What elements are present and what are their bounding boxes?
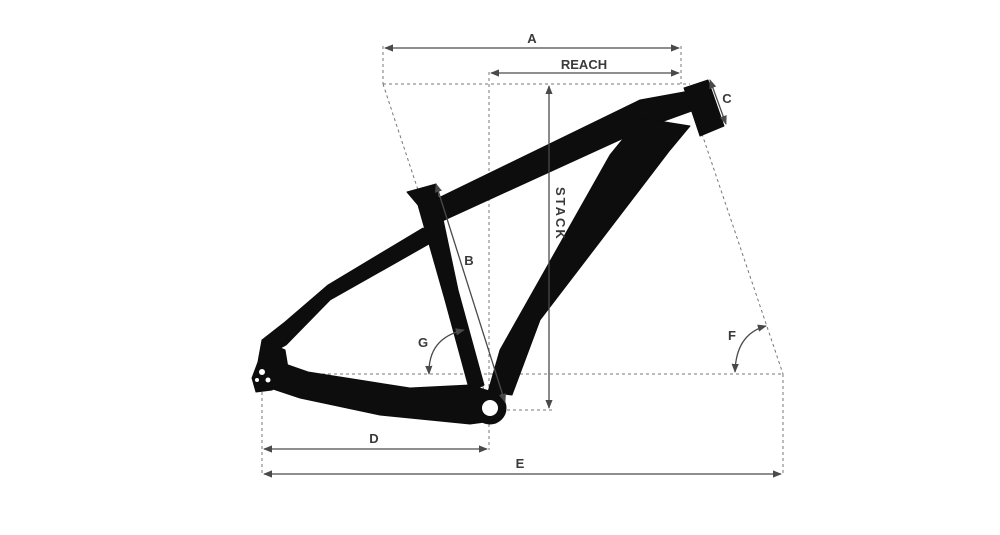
label-stack: STACK bbox=[553, 187, 568, 241]
down-tube bbox=[487, 117, 691, 396]
bike-frame bbox=[251, 79, 725, 425]
dimension-labels: A REACH C STACK B G F D E bbox=[369, 31, 736, 471]
label-g: G bbox=[418, 335, 428, 350]
angle-f-arc bbox=[731, 324, 767, 373]
dimension-lines bbox=[263, 44, 782, 478]
seat-stay bbox=[261, 227, 437, 356]
label-f: F bbox=[728, 328, 736, 343]
label-b: B bbox=[464, 253, 473, 268]
dimension-c bbox=[709, 79, 727, 125]
dimension-b bbox=[435, 183, 506, 403]
bottom-bracket-hole bbox=[482, 400, 498, 416]
rear-dropout bbox=[251, 339, 291, 393]
dropout-hole bbox=[259, 369, 265, 375]
label-e: E bbox=[516, 456, 525, 471]
label-c: C bbox=[722, 91, 732, 106]
dropout-hole bbox=[265, 377, 271, 383]
label-a: A bbox=[527, 31, 537, 46]
guide-head-angle-extension bbox=[699, 127, 784, 375]
label-reach: REACH bbox=[561, 57, 607, 72]
dropout-hole bbox=[255, 378, 259, 382]
angle-g-arc bbox=[425, 328, 465, 375]
label-d: D bbox=[369, 431, 378, 446]
